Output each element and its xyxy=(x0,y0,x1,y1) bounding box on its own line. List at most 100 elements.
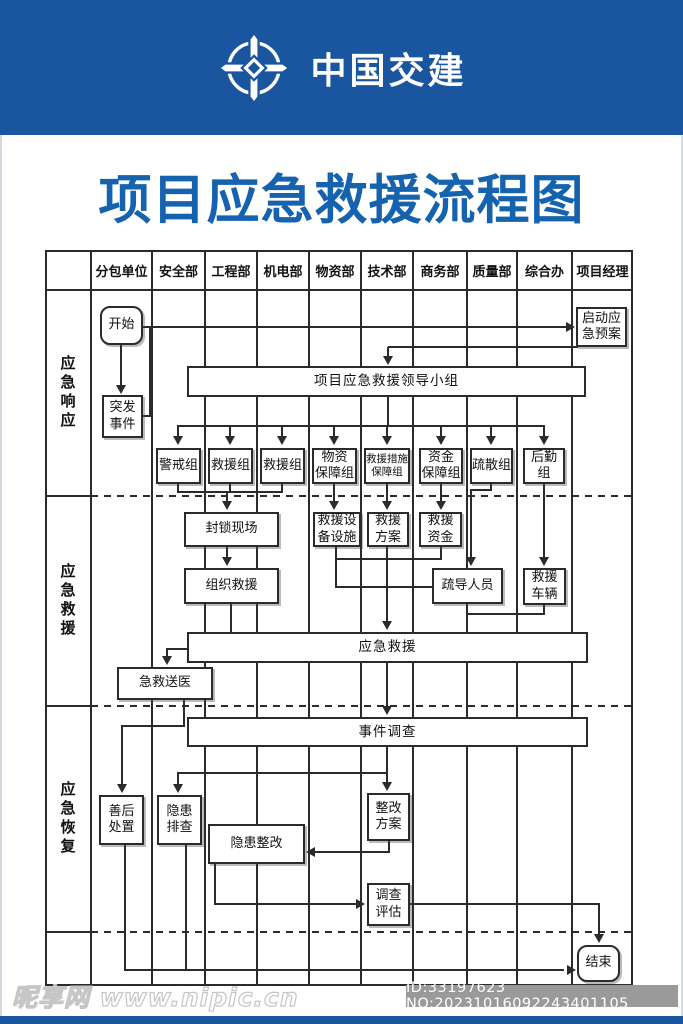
brand-text: 中国交建 xyxy=(310,50,467,92)
flow-connector xyxy=(177,425,545,427)
flow-connector xyxy=(229,426,231,437)
column-border xyxy=(516,250,518,986)
column-header-10: 项目经理 xyxy=(576,264,629,280)
arrowhead xyxy=(382,782,392,791)
flow-connector xyxy=(166,648,168,657)
column-border xyxy=(151,250,153,986)
flow-connector xyxy=(149,326,151,416)
flow-connector xyxy=(281,426,283,437)
flow-connector xyxy=(440,426,442,437)
flow-connector xyxy=(387,347,389,357)
arrowhead xyxy=(329,501,339,510)
bottom-blue-strip xyxy=(0,1016,683,1024)
flow-connector xyxy=(543,484,545,558)
flow-node-emergency-rescue: 应急救援 xyxy=(187,632,588,663)
flow-connector xyxy=(598,903,600,935)
flow-connector xyxy=(143,415,151,417)
arrowhead xyxy=(173,784,183,793)
flow-connector xyxy=(226,491,228,502)
flow-connector xyxy=(410,903,600,905)
arrowhead xyxy=(466,557,476,566)
flow-connector xyxy=(124,845,126,971)
arrowhead xyxy=(594,934,604,943)
flow-connector xyxy=(490,484,492,491)
flow-connector xyxy=(388,841,390,853)
table-border xyxy=(45,250,633,986)
flow-node-activate-plan: 启动应 急预案 xyxy=(576,307,627,347)
flow-connector xyxy=(177,772,179,785)
stage-separator-solid xyxy=(45,931,91,933)
flow-node-measure-team: 救援措施 保障组 xyxy=(364,448,410,484)
column-header-5: 物资部 xyxy=(315,264,355,280)
flow-node-evacuate-team: 疏散组 xyxy=(470,448,513,484)
flow-node-start: 开始 xyxy=(100,306,143,345)
flow-connector xyxy=(315,851,390,853)
flow-connector xyxy=(230,604,232,633)
flow-node-rescue-team-1: 救援组 xyxy=(208,448,253,484)
flow-connector xyxy=(440,484,442,503)
flow-connector xyxy=(121,725,185,727)
arrowhead xyxy=(222,501,232,510)
flow-connector xyxy=(177,491,283,493)
flow-connector xyxy=(335,558,337,588)
arrowhead xyxy=(306,847,315,857)
arrowhead xyxy=(277,436,287,445)
flow-connector xyxy=(214,864,216,905)
right-frame xyxy=(681,135,683,1016)
flow-connector xyxy=(183,700,185,727)
flow-connector xyxy=(226,547,228,558)
arrowhead xyxy=(382,501,392,510)
flow-node-organize-rescue: 组织救援 xyxy=(184,568,279,604)
flow-connector xyxy=(124,969,564,971)
stage-separator-dashed xyxy=(91,931,633,933)
column-border xyxy=(360,250,362,986)
column-header-3: 工程部 xyxy=(211,264,251,280)
column-header-4: 机电部 xyxy=(263,264,303,280)
arrowhead xyxy=(436,501,446,510)
column-border xyxy=(308,250,310,986)
flow-connector xyxy=(386,547,388,623)
flow-connector xyxy=(333,426,335,437)
flow-connector xyxy=(386,747,388,774)
arrowhead xyxy=(566,322,575,332)
stage-label-3: 应急恢复 xyxy=(58,781,77,857)
flow-node-seal-site: 封锁现场 xyxy=(184,512,279,547)
flow-connector xyxy=(386,426,388,437)
flow-connector xyxy=(440,547,442,560)
flow-connector xyxy=(386,484,388,503)
arrowhead xyxy=(356,899,365,909)
column-header-7: 商务部 xyxy=(420,264,460,280)
flow-connector xyxy=(335,547,337,560)
flow-node-rescue-vehicle: 救援 车辆 xyxy=(523,568,566,605)
arrowhead xyxy=(539,557,549,566)
flow-connector xyxy=(333,484,335,503)
flow-node-incident: 突发 事件 xyxy=(102,395,143,438)
flow-connector xyxy=(166,648,188,650)
arrowhead xyxy=(486,436,496,445)
flow-connector xyxy=(335,586,434,588)
flow-connector xyxy=(143,326,567,328)
flow-node-fund-team: 资金 保障组 xyxy=(419,448,463,484)
column-header-9: 综合办 xyxy=(524,264,564,280)
arrowhead xyxy=(567,965,576,975)
column-header-6: 技术部 xyxy=(367,264,407,280)
left-frame xyxy=(0,135,2,1016)
watermark-id-badge: ID:33197623 NO:20231016092243401105 xyxy=(406,980,678,1012)
flow-node-hazard-rectify: 隐患整改 xyxy=(208,824,305,864)
stage-label-2: 应急救援 xyxy=(58,563,77,639)
stage-separator-solid xyxy=(45,705,91,707)
flow-node-rescue-plan: 救援 方案 xyxy=(367,512,409,547)
flow-node-alert-team: 警戒组 xyxy=(156,448,201,484)
column-border xyxy=(204,250,206,986)
flow-node-rectify-plan: 整改 方案 xyxy=(367,793,410,841)
cccc-logo-icon xyxy=(216,30,292,106)
flow-connector xyxy=(466,604,468,633)
flow-connector xyxy=(281,484,283,492)
watermark-site: 昵享网 www.nipic.cn xyxy=(11,982,299,1012)
flow-connector xyxy=(388,346,578,348)
flow-node-guide-people: 疏导人员 xyxy=(432,568,503,604)
flow-connector xyxy=(466,613,545,615)
stage-label-1: 应急响应 xyxy=(58,355,77,431)
